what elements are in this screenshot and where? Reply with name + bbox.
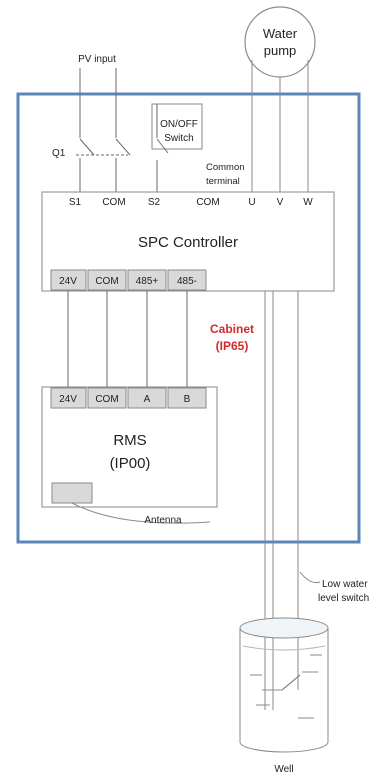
s2-wires [156,104,169,192]
well-wires [264,291,299,710]
rms-port-24v-box [50,387,87,409]
terminal-u: U [248,197,255,208]
well [239,617,329,753]
controller-port-24v-box [50,269,87,291]
onoff-switch-box [151,103,203,150]
cabinet-label-line2: (IP65) [216,339,249,353]
antenna-label: Antenna [144,515,182,526]
rms-port-a-box [127,387,167,409]
onoff-label-line1: ON/OFF [160,119,198,130]
controller-port-485p: 485+ [136,276,159,287]
terminal-com-2: COM [196,197,219,208]
terminal-s2: S2 [148,197,161,208]
controller-port-row [50,269,207,291]
controller-port-485n: 485- [177,276,197,287]
rms-title-line2: (IP00) [110,455,151,472]
controller-port-com-box [87,269,127,291]
well-label: Well [274,764,293,775]
antenna-cable [71,502,211,524]
antenna-connector [51,482,93,504]
rs485-wires [67,291,188,387]
rms-port-a: A [144,394,151,405]
controller-port-485p-box [127,269,167,291]
q1-label: Q1 [52,148,66,159]
pv-input-label: PV input [78,54,116,65]
terminal-w: W [303,197,313,208]
pv-input-wires [76,68,131,192]
terminal-v: V [277,197,284,208]
terminal-s1: S1 [69,197,82,208]
low-water-line2: level switch [318,593,369,604]
common-terminal-line1: Common [206,162,245,173]
low-water-line1: Low water [322,579,368,590]
controller-title: SPC Controller [138,234,238,251]
pump-wires [251,60,309,192]
cabinet-label-line1: Cabinet [210,322,254,336]
onoff-label-line2: Switch [164,133,193,144]
rms-port-row [50,387,207,409]
pump-label-line2: pump [264,43,297,58]
water-pump [244,6,316,78]
rms-port-com: COM [95,394,118,405]
rms-title-line1: RMS [113,432,146,449]
cabinet-border [16,92,361,544]
common-terminal-line2: terminal [206,176,240,187]
controller-port-485n-box [167,269,207,291]
rms-port-com-box [87,387,127,409]
rms-port-24v: 24V [59,394,77,405]
controller-port-24v: 24V [59,276,77,287]
rms-port-b: B [184,394,191,405]
rms-port-b-box [167,387,207,409]
pump-label-line1: Water [263,26,298,41]
controller-port-com: COM [95,276,118,287]
low-water-pointer [299,571,321,583]
terminal-com-1: COM [102,197,125,208]
